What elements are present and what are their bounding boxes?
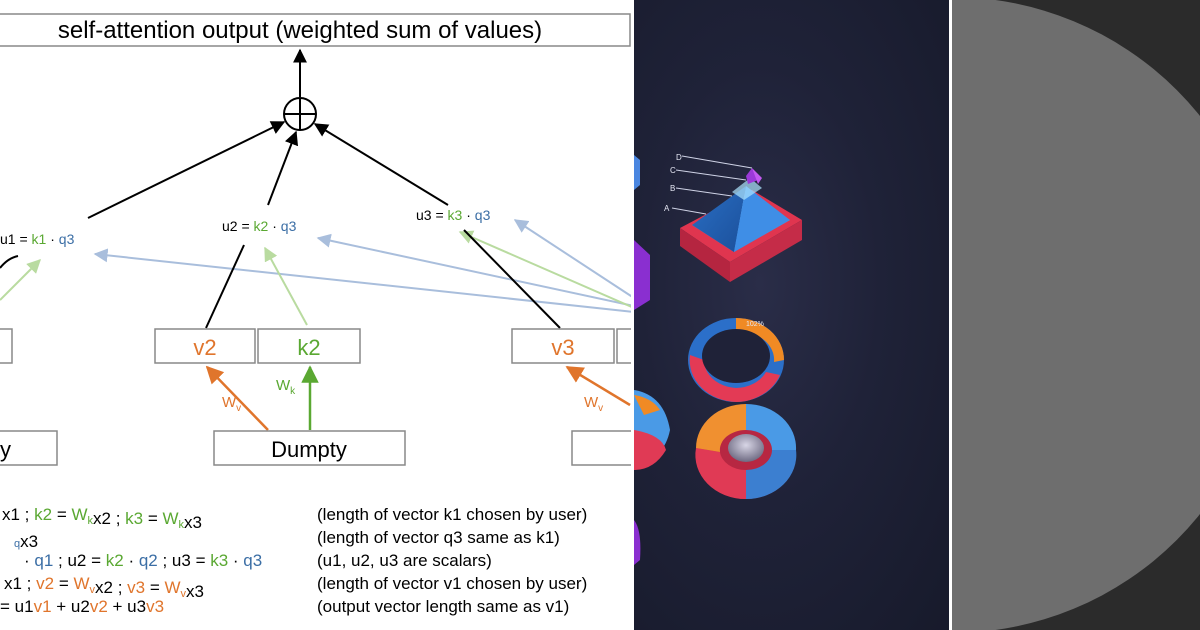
equation-line: qx3 — [14, 532, 38, 551]
panel-divider-1 — [631, 0, 634, 630]
equation-note: (u1, u2, u3 are scalars) — [317, 551, 492, 570]
pyramid-label-d: D — [676, 153, 682, 162]
equation-note: (length of vector k1 chosen by user) — [317, 505, 587, 524]
v1-box — [0, 328, 13, 364]
token-box-right — [571, 430, 634, 466]
wv-dumpty-arrow — [205, 365, 269, 431]
ring-gauge-chart: 102% — [688, 318, 784, 402]
equation-note: (output vector length same as v1) — [317, 597, 569, 616]
token-dumpty-label: Dumpty — [271, 437, 347, 462]
donut-chart — [695, 403, 797, 500]
equation-line: = u1v1 + u2v2 + u3v3 — [0, 597, 164, 616]
u2-to-sum-arrow — [267, 130, 299, 206]
pyramid-chart: D C B A — [664, 153, 802, 282]
small-blue-shape — [634, 155, 640, 190]
v3-box — [511, 328, 615, 364]
u2-label: u2 = k2 · q3 — [222, 218, 297, 234]
k3-box — [616, 328, 634, 364]
u1-to-sum-arrow — [87, 121, 286, 219]
k1-to-u1-arrow — [0, 259, 41, 301]
wv-token3-arrow — [565, 365, 631, 407]
u3-to-sum-arrow — [313, 123, 449, 206]
v3-box-label: v3 — [551, 335, 574, 360]
wk-label-2: Wk — [276, 377, 296, 397]
pyramid-label-a: A — [664, 204, 670, 213]
q3-to-u1-arrow — [93, 248, 634, 313]
equation-note: (length of vector v1 chosen by user) — [317, 574, 587, 593]
ring-gauge-label: 102% — [746, 321, 764, 328]
u1-label: u1 = k1 · q3 — [0, 231, 75, 247]
token-box-left — [0, 430, 58, 466]
wv-label-3: Wv — [584, 394, 603, 414]
equations-block: x1 ; k2 = Wkx2 ; k3 = Wkx3 (length of vec… — [0, 505, 587, 616]
equation-line: x1 ; v2 = Wvx2 ; v3 = Wvx3 — [4, 574, 204, 601]
q3-to-u3-arrow — [513, 219, 634, 299]
token-left-label: y — [0, 437, 11, 462]
k2-box — [257, 328, 361, 364]
u3-label: u3 = k3 · q3 — [416, 207, 491, 223]
3d-scene-svg: D C B A 102% — [634, 153, 802, 565]
k2-box-label: k2 — [297, 335, 320, 360]
output-box — [0, 13, 631, 47]
partial-donut-chart — [634, 390, 670, 565]
sum-node — [283, 97, 317, 131]
3d-chart-scene: D C B A 102% — [634, 0, 949, 630]
wv-label-2: Wv — [222, 394, 241, 414]
output-label: self-attention output (weighted sum of v… — [58, 17, 542, 44]
v2-to-u2-line — [205, 244, 245, 329]
equation-line: x1 ; k2 = Wkx2 ; k3 = Wkx3 — [2, 505, 202, 532]
token-box-dumpty — [213, 430, 406, 466]
v2-box-label: v2 — [193, 335, 216, 360]
v2-box — [154, 328, 256, 364]
gray-disc-graphic — [952, 0, 1200, 630]
v1-to-u1-line — [0, 255, 19, 269]
v3-to-u3-line — [463, 229, 561, 329]
k2-to-u2-arrow — [264, 246, 308, 326]
purple-prism-shape — [634, 240, 650, 310]
attention-diagram: self-attention output (weighted sum of v… — [0, 13, 634, 616]
pyramid-label-b: B — [670, 184, 675, 193]
gray-disc — [952, 0, 1200, 630]
panel-divider-2 — [949, 0, 952, 630]
equation-note: (length of vector q3 same as k1) — [317, 528, 560, 547]
pyramid-label-c: C — [670, 166, 676, 175]
q3-to-u2-arrow — [316, 233, 634, 307]
k3-to-u3-arrow — [458, 230, 634, 309]
attention-diagram-panel: self-attention output (weighted sum of v… — [0, 13, 634, 616]
equation-line: · q1 ; u2 = k2 · q2 ; u3 = k3 · q3 — [24, 551, 262, 570]
dark-disc-panel — [952, 0, 1200, 630]
